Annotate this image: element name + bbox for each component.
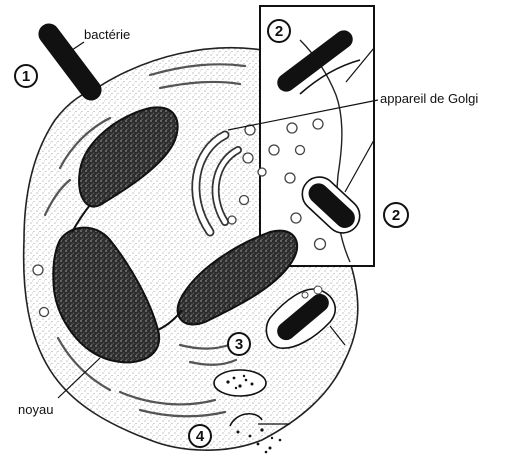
digestion-vacuole <box>214 370 266 396</box>
step-1-marker: 1 <box>15 65 37 87</box>
step-4-marker: 4 <box>189 425 211 447</box>
step-2b-marker: 2 <box>384 203 408 227</box>
step-4-number: 4 <box>196 428 205 445</box>
detail-box <box>260 6 374 266</box>
label-bacterie: bactérie <box>84 27 130 42</box>
step-2a-marker: 2 <box>268 20 290 42</box>
step-2b-number: 2 <box>392 207 400 224</box>
step-1-number: 1 <box>22 68 30 85</box>
step-3-marker: 3 <box>228 333 250 355</box>
label-golgi: appareil de Golgi <box>380 91 478 106</box>
step-3-number: 3 <box>235 336 243 353</box>
leader-bacterie <box>72 42 84 50</box>
step-2a-number: 2 <box>275 23 283 40</box>
label-noyau: noyau <box>18 402 53 417</box>
